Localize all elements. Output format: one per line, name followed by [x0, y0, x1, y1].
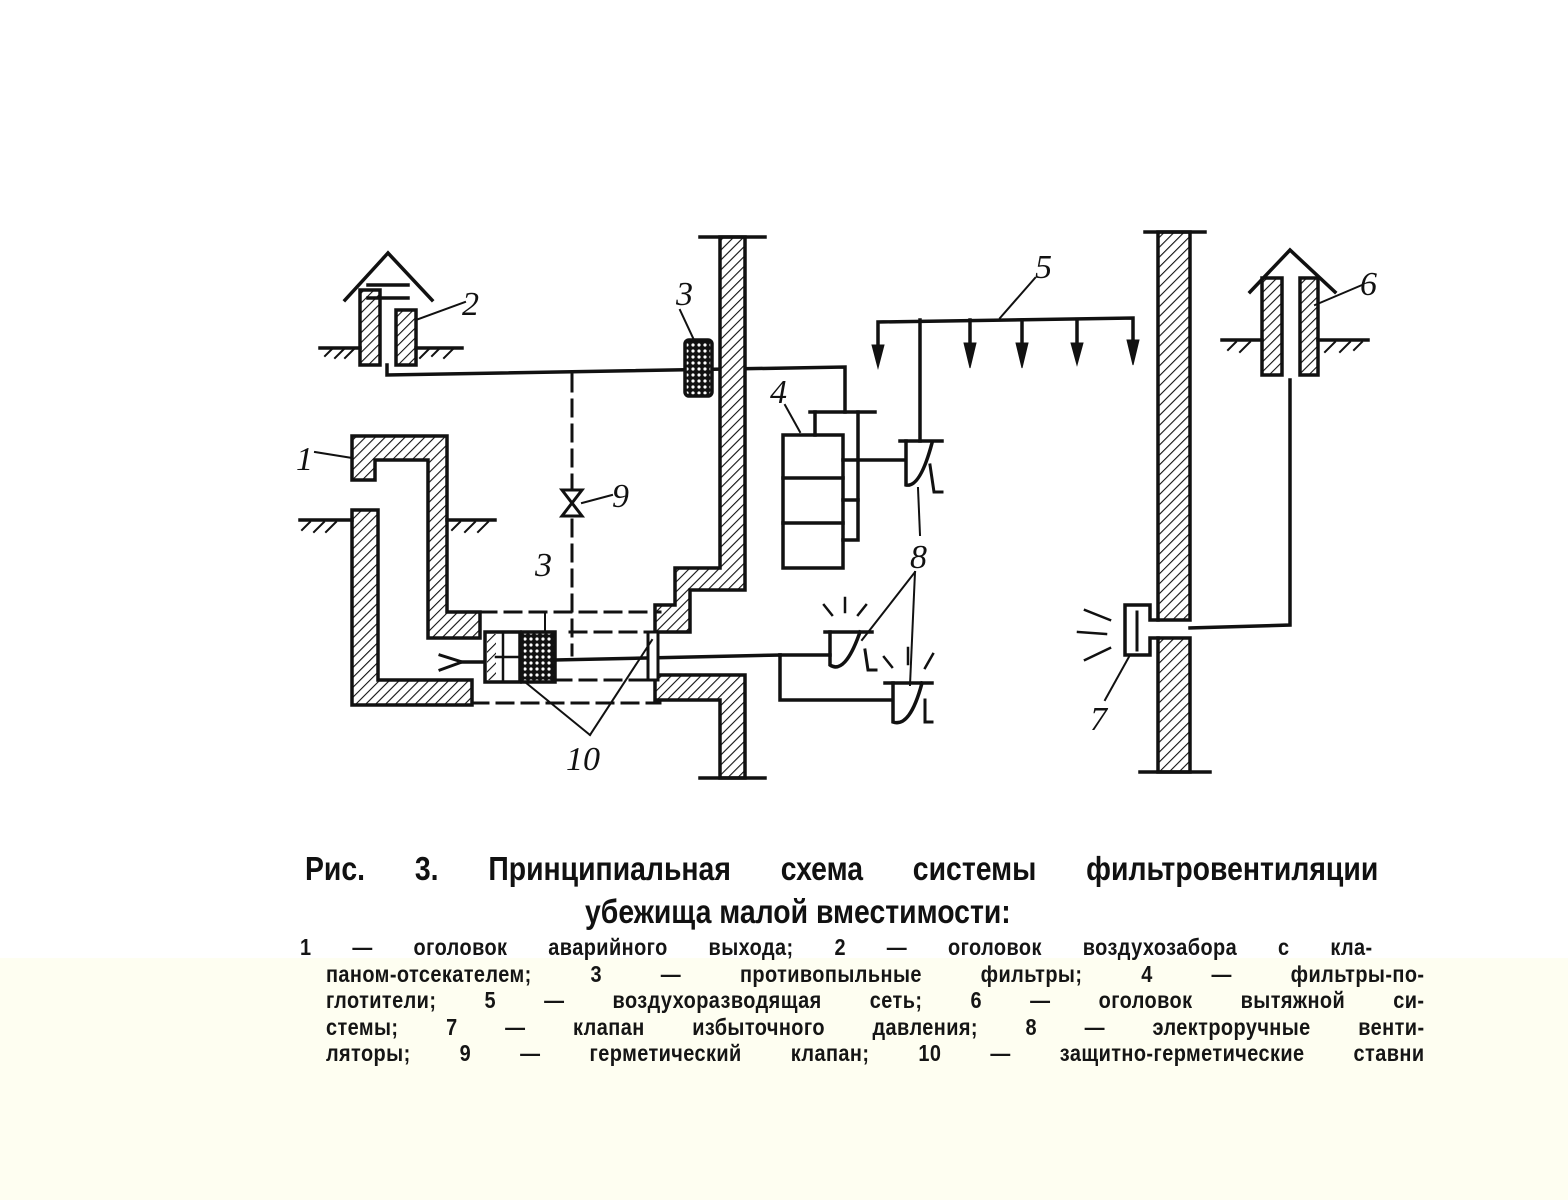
label-3-upper: 3: [675, 276, 693, 313]
electric-manual-fan-lower-2: [882, 646, 935, 725]
legend-line: глотители; 5 — воздухоразводящая сеть; 6…: [325, 987, 1425, 1013]
exhaust-head: [1188, 247, 1370, 630]
supply-duct: [385, 363, 847, 414]
label-8: 8: [910, 539, 927, 576]
protective-shutter-left: [483, 630, 522, 684]
air-distribution-network: [871, 276, 1140, 370]
electric-manual-fan-upper: [860, 318, 944, 687]
shelter-wall-right: [1138, 230, 1212, 774]
overpressure-valve: [1076, 603, 1160, 702]
shelter-wall-left: [653, 235, 767, 780]
label-2: 2: [462, 286, 479, 323]
diagram-callout-labels: 1 2 3 3 4 5 6 7 8 9 10: [296, 249, 1377, 778]
label-7: 7: [1090, 701, 1109, 738]
air-intake-head: [318, 250, 464, 367]
bypass-dashed-lines: [470, 373, 662, 705]
electric-manual-fan-lower-1: [822, 596, 878, 672]
label-6: 6: [1360, 266, 1377, 303]
label-10: 10: [566, 741, 600, 778]
legend-line: ляторы; 9 — герметический клапан; 10 — з…: [325, 1040, 1425, 1066]
figure-caption-title-line-2: убежища малой вместимости:: [585, 893, 1011, 930]
dust-filter-upper: [683, 338, 714, 398]
label-5: 5: [1035, 249, 1052, 286]
dust-filter-lower: [520, 630, 557, 684]
figure-caption-title-line-1: Рис. 3. Принципиальная схема системы фил…: [305, 850, 1379, 887]
emergency-exit-head: [298, 434, 497, 707]
label-4: 4: [770, 374, 787, 411]
label-3-lower: 3: [534, 547, 552, 584]
legend-line: 1 — оголовок аварийного выхода; 2 — огол…: [300, 934, 1373, 960]
page-background-tint: [0, 958, 1568, 1200]
filter-absorbers: [781, 403, 907, 570]
legend-line: стемы; 7 — клапан избыточного давления; …: [325, 1013, 1425, 1040]
hermetic-valve: [558, 488, 614, 518]
figure-legend: 1 — оголовок аварийного выхода; 2 — огол…: [300, 934, 1425, 1067]
protective-shutter-right: [646, 630, 660, 682]
legend-line: паном-отсекателем; 3 — противопыльные фи…: [325, 960, 1425, 987]
ventilation-scheme-diagram: 1 2 3 3 4 5 6 7 8 9 10: [296, 230, 1377, 780]
label-9: 9: [612, 478, 629, 515]
label-1: 1: [296, 441, 313, 478]
